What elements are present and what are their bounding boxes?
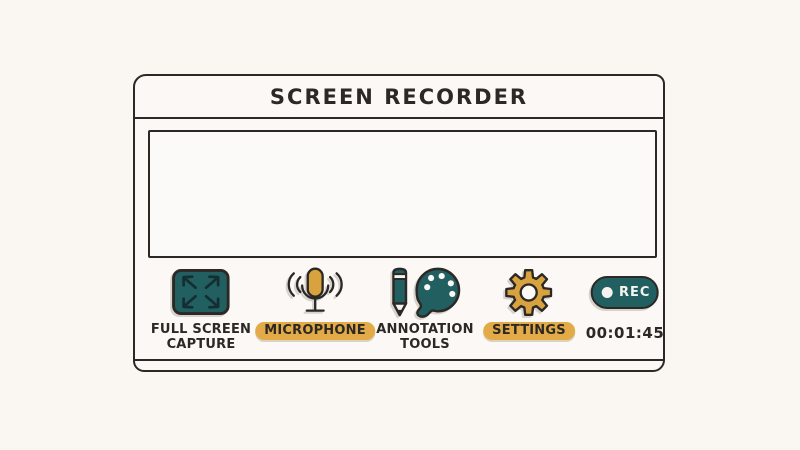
gear-icon bbox=[504, 265, 553, 319]
full-screen-capture-button[interactable]: FULL SCREEN CAPTURE bbox=[151, 265, 251, 352]
annotation-tools-label: ANNOTATION TOOLS bbox=[376, 322, 473, 352]
page-title: SCREEN RECORDER bbox=[269, 84, 529, 109]
expand-arrows-icon bbox=[172, 265, 230, 319]
footer-divider bbox=[135, 359, 663, 361]
pencil-icon bbox=[391, 267, 407, 317]
label-line: FULL SCREEN bbox=[150, 322, 252, 337]
record-indicator-dot bbox=[602, 286, 613, 298]
record-button-label: REC bbox=[619, 284, 651, 300]
settings-label: SETTINGS bbox=[483, 322, 575, 340]
annotation-tools-button[interactable]: ANNOTATION TOOLS bbox=[376, 265, 474, 352]
label-line: CAPTURE bbox=[166, 337, 236, 352]
microphone-label: MICROPHONE bbox=[255, 322, 375, 340]
label-line: ANNOTATION bbox=[376, 322, 474, 337]
record-button[interactable]: REC bbox=[591, 275, 659, 309]
record-control: REC 00:01:45 bbox=[586, 265, 665, 341]
recording-timer: 00:01:45 bbox=[585, 324, 665, 342]
full-screen-capture-label: FULL SCREEN CAPTURE bbox=[151, 322, 251, 352]
microphone-icon bbox=[285, 265, 345, 319]
microphone-button[interactable]: MICROPHONE bbox=[255, 265, 375, 340]
settings-button[interactable]: SETTINGS bbox=[483, 265, 575, 340]
pencil-palette-icon bbox=[387, 265, 463, 319]
toolbar: FULL SCREEN CAPTURE bbox=[135, 265, 665, 357]
preview-area bbox=[148, 130, 657, 258]
title-bar: SCREEN RECORDER bbox=[135, 76, 663, 119]
label-line: TOOLS bbox=[400, 337, 450, 352]
palette-icon bbox=[415, 267, 460, 318]
screen-recorder-window: SCREEN RECORDER bbox=[133, 74, 665, 372]
